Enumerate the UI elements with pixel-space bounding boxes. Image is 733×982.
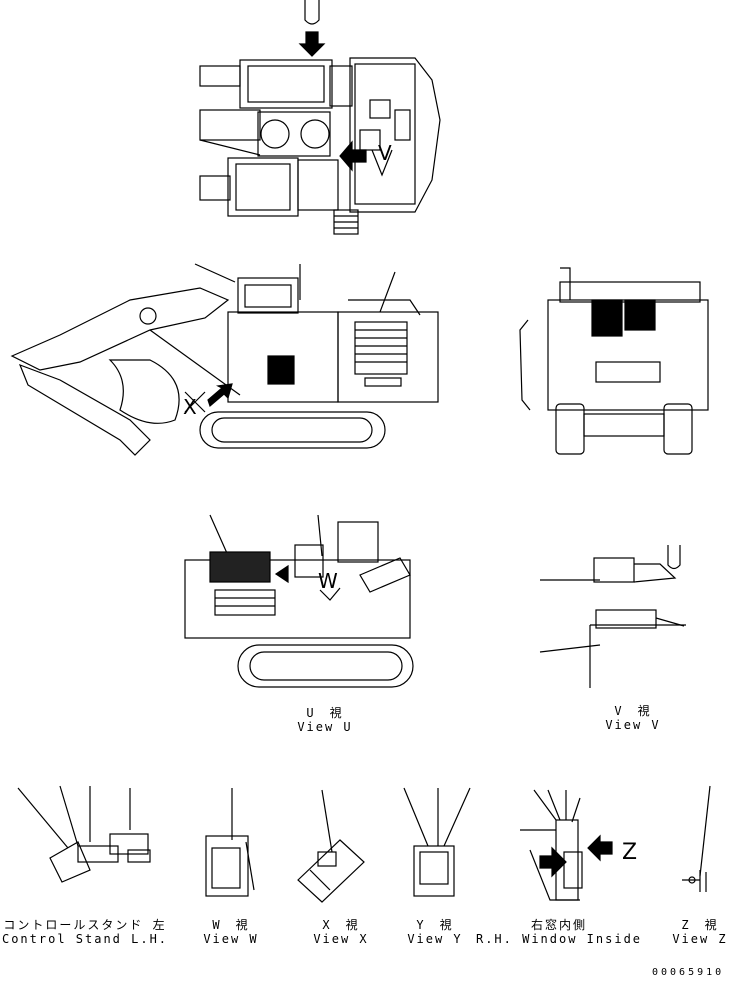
label-view-v-jp: V 視 [614,704,652,718]
label-view-x: X 視 View X [306,918,376,946]
callout-w: W [318,569,338,593]
view-x-drawing [297,789,365,903]
label-view-z-jp: Z 視 [681,918,719,932]
rear-view [519,267,709,455]
rh-window-drawing [520,789,613,901]
label-view-z: Z 視 View Z [668,918,732,946]
label-control-stand: コントロールスタンド 左 Control Stand L.H. [0,918,170,946]
label-view-u-en: View U [297,720,353,734]
document-number: 00065910 [652,967,725,978]
view-w-drawing [205,788,255,897]
label-view-u: U 視 View U [290,706,360,734]
view-u-drawing [184,514,414,688]
view-v-drawing [539,545,686,688]
label-view-x-jp: X 視 [322,918,360,932]
label-view-v: V 視 View V [598,704,668,732]
callout-v: V [378,141,392,165]
label-rh-window-en: R.H. Window Inside [475,932,643,946]
label-view-v-en: View V [605,718,661,732]
label-view-w-jp: W 視 [212,918,250,932]
top-plan-view [199,0,441,235]
view-y-drawing [403,787,471,897]
label-view-y: Y 視 View Y [400,918,470,946]
label-view-y-jp: Y 視 [416,918,454,932]
callout-z: Z [622,840,638,865]
control-stand-drawing [17,785,151,883]
callout-x: X [183,395,197,419]
label-view-u-jp: U 視 [306,706,344,720]
label-rh-window: 右窓内側 R.H. Window Inside [474,918,644,946]
label-control-stand-en: Control Stand L.H. [1,932,169,946]
label-view-w: W 視 View W [196,918,266,946]
label-view-y-en: View Y [407,932,463,946]
label-view-z-en: View Z [672,932,728,946]
label-rh-window-jp: 右窓内側 [530,918,587,932]
label-control-stand-jp: コントロールスタンド 左 [3,918,167,932]
view-z-drawing [682,785,711,892]
label-view-x-en: View X [313,932,369,946]
side-view-excavator [10,263,439,456]
label-view-w-en: View W [203,932,259,946]
